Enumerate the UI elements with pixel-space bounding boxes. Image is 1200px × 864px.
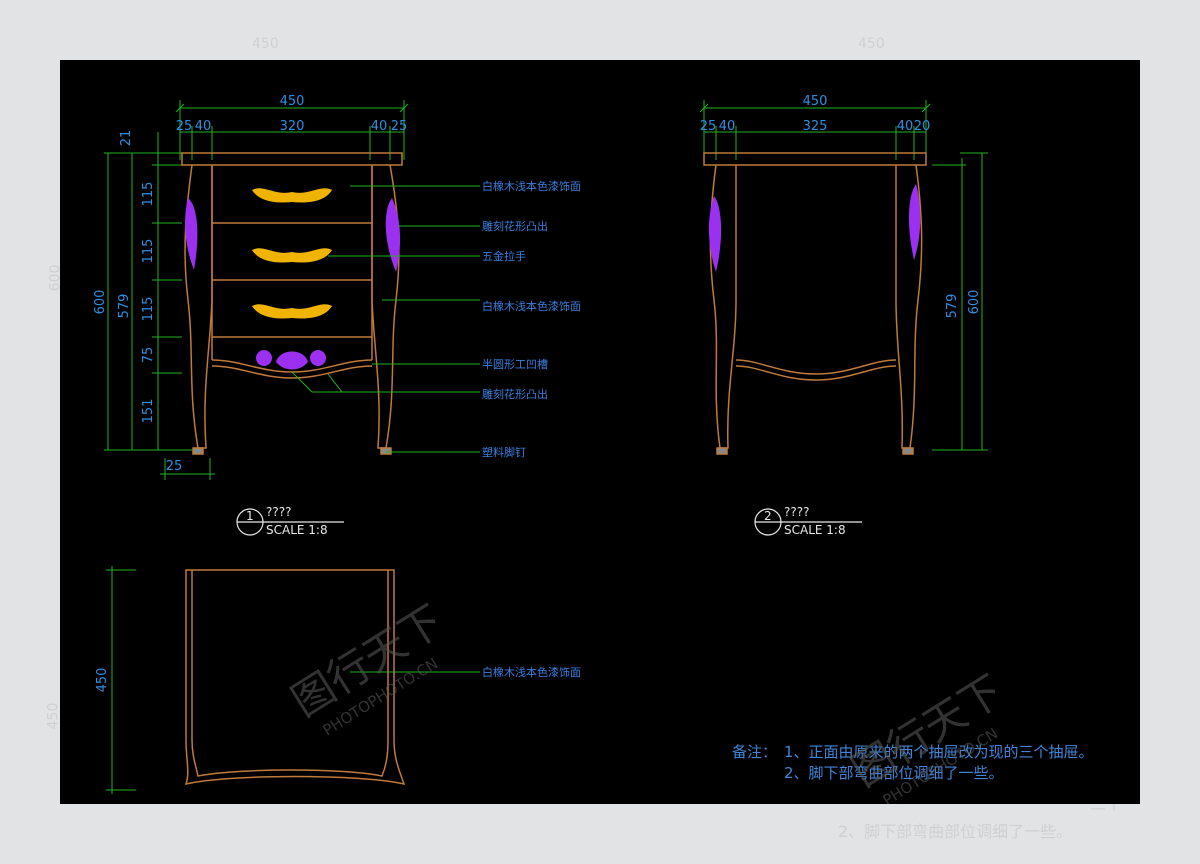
drawer2-handle (252, 248, 332, 263)
top-view: 450 白橡木浅本色漆饰面 (95, 566, 581, 794)
ghost-note-line2: 2、脚下部弯曲部位调细了一些。 (838, 822, 1073, 841)
front-view: 450 25 40 320 40 25 21 115 115 115 75 15… (93, 94, 581, 537)
drawing-notes: 备注： 1、正面由原来的两个抽屉改为现的三个抽屉。 2、脚下部弯曲部位调细了一些… (732, 743, 1094, 782)
ghost-dimension-left-450: 450 (45, 702, 62, 730)
front-seg-c-label: 40 (371, 119, 388, 134)
top-view-label-finish: 白橡木浅本色漆饰面 (482, 665, 581, 679)
front-seg-d-label: 25 (391, 119, 408, 134)
side-seg-c-label: 40 (897, 119, 914, 134)
front-seg-b-label: 40 (195, 119, 212, 134)
drawer1-handle (252, 188, 332, 203)
side-top-dimension-lines (699, 100, 931, 160)
front-foot-width-label: 25 (166, 459, 183, 474)
side-seg-a-label: 25 (700, 119, 717, 134)
apron-left-rosette (256, 350, 272, 366)
side-right-carving (908, 184, 921, 260)
front-drawer3-height-label: 115 (141, 297, 156, 322)
front-inner-width-label: 320 (280, 119, 305, 134)
side-seg-b-label: 40 (719, 119, 736, 134)
front-label-carving-apron: 雕刻花形凸出 (482, 387, 548, 401)
front-drawer1-height-label: 115 (141, 182, 156, 207)
apron-center-shell (276, 351, 308, 370)
side-scale-text: SCALE 1:8 (784, 523, 846, 537)
front-label-foot-pad: 塑料脚钉 (482, 445, 526, 459)
side-cabinet-outline (703, 152, 927, 455)
front-label-finish-top: 白橡木浅本色漆饰面 (482, 179, 581, 193)
top-view-depth-label: 450 (95, 668, 110, 693)
front-top-thickness-label: 21 (119, 130, 134, 147)
front-drawer-handles (252, 188, 332, 319)
notes-line-2: 2、脚下部弯曲部位调细了一些。 (784, 764, 1004, 782)
notes-line-1: 1、正面由原来的两个抽屉改为现的三个抽屉。 (784, 743, 1094, 761)
ghost-dimension-top-left: 450 (252, 36, 279, 52)
front-leader-lines (291, 185, 480, 453)
cad-drawing-canvas: 450 25 40 320 40 25 21 115 115 115 75 15… (60, 60, 1140, 804)
side-view: 450 25 40 325 40 20 579 600 (699, 94, 988, 537)
front-drawer2-height-label: 115 (141, 239, 156, 264)
front-body-height-label: 579 (117, 294, 132, 319)
front-view-caption: 1 ???? SCALE 1:8 (236, 505, 344, 537)
front-total-height-label: 600 (93, 290, 108, 315)
front-left-dimension-lines (104, 132, 215, 480)
watermark-left: 图行天下 PHOTOPHOTO.CN (283, 596, 451, 740)
front-top-dimension-lines (175, 100, 409, 160)
side-total-height-label: 600 (967, 290, 982, 315)
cad-drawing: 450 25 40 320 40 25 21 115 115 115 75 15… (93, 94, 1094, 804)
front-carvings (185, 198, 401, 370)
front-label-groove: 半圆形工凹槽 (482, 357, 548, 371)
top-view-dimension-lines (106, 566, 480, 794)
watermark-right: 图行天下 PHOTOPHOTO.CN (843, 666, 1011, 804)
side-total-width-label: 450 (803, 94, 828, 109)
side-carvings (708, 184, 921, 272)
notes-prefix: 备注： (732, 743, 777, 761)
front-annotation-labels: 白橡木浅本色漆饰面 雕刻花形凸出 五金拉手 白橡木浅本色漆饰面 半圆形工凹槽 雕… (482, 179, 581, 459)
side-left-carving (708, 196, 722, 272)
front-caption-title: ???? (266, 505, 291, 519)
front-caption-number: 1 (246, 509, 254, 523)
drawer3-handle (252, 304, 332, 319)
front-left-carving (185, 198, 198, 270)
side-body-height-label: 579 (945, 294, 960, 319)
front-label-finish-body: 白橡木浅本色漆饰面 (482, 299, 581, 313)
front-label-carving-side: 雕刻花形凸出 (482, 219, 548, 233)
front-right-carving (385, 198, 401, 272)
top-view-outline (184, 569, 406, 786)
side-view-caption: 2 ???? SCALE 1:8 (754, 505, 862, 537)
front-label-hardware-handle: 五金拉手 (482, 249, 526, 263)
front-total-width-label: 450 (280, 94, 305, 109)
apron-right-rosette (310, 350, 326, 366)
side-seg-d-label: 20 (914, 119, 931, 134)
side-inner-width-label: 325 (803, 119, 828, 134)
front-seg-a-label: 25 (176, 119, 193, 134)
side-right-dimension-lines (932, 152, 988, 451)
front-leg-height-label: 151 (141, 399, 156, 424)
ghost-dimension-top-right: 450 (858, 36, 885, 52)
front-apron-height-label: 75 (141, 347, 156, 364)
front-scale-text: SCALE 1:8 (266, 523, 328, 537)
side-caption-title: ???? (784, 505, 809, 519)
side-caption-number: 2 (764, 509, 772, 523)
